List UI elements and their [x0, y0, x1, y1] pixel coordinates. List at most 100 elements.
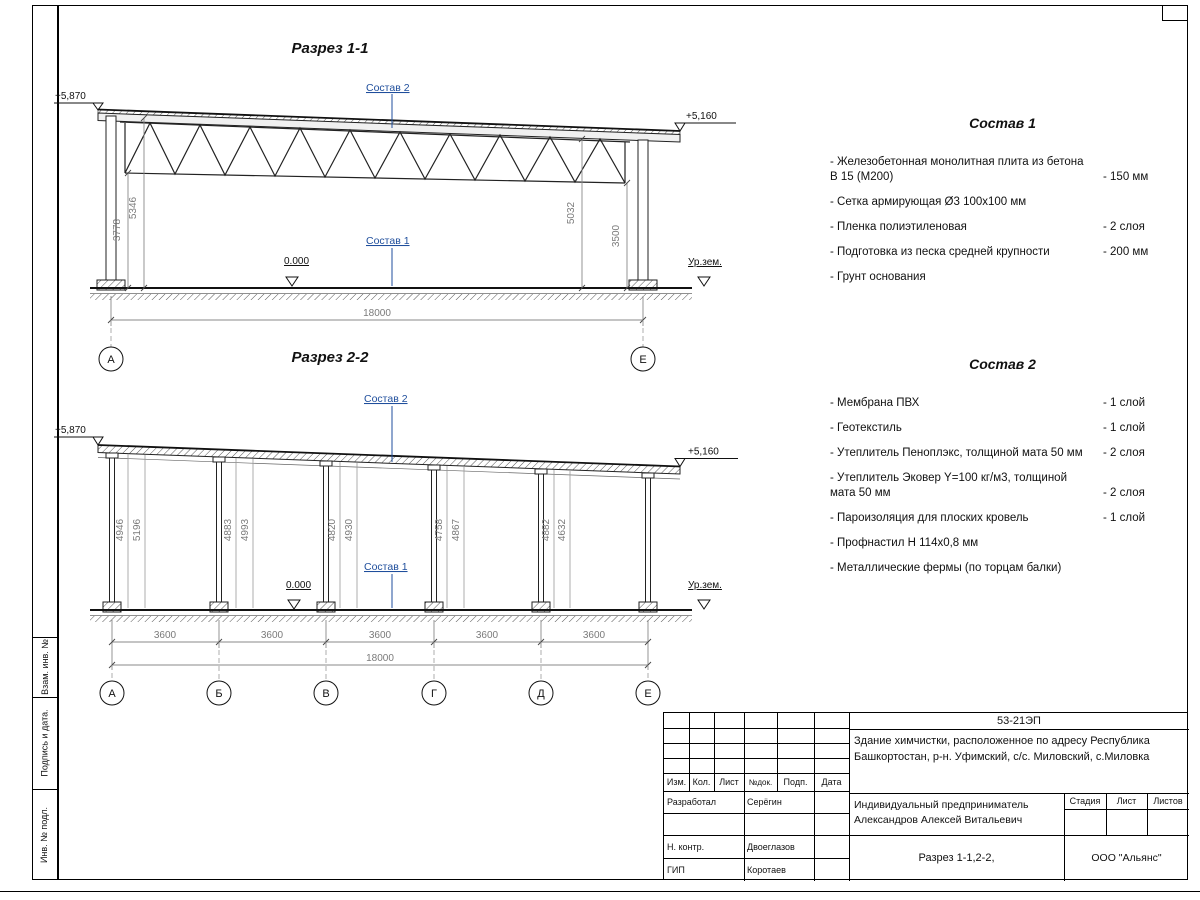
list-item: - Металлические фермы (по торцам балки) [830, 561, 1175, 576]
floor-slab [90, 609, 692, 622]
list-item: - Утеплитель Эковер Y=100 кг/м3, толщино… [830, 471, 1175, 501]
dim-5346: 5346 [128, 196, 139, 219]
dim-3600: 3600 [369, 630, 392, 641]
item-text: - Утеплитель Пеноплэкс, толщиной мата 50… [830, 446, 1083, 459]
role-razrabotal: Разработал [667, 797, 716, 807]
elevation-mark-right: +5,160 [674, 111, 736, 132]
item-value: - 1 слой [1103, 511, 1146, 524]
zero-level-value: 0.000 [286, 580, 311, 591]
footing-right [628, 279, 658, 291]
sheets-header: Листов [1153, 796, 1183, 806]
columns [105, 452, 655, 611]
item-text: - Железобетонная монолитная плита из бет… [830, 156, 1084, 183]
ground-level-mark: Ур.зем. [688, 580, 722, 610]
sostav1-callout: Состав 1 [364, 561, 408, 608]
list-item: - Геотекстиль- 1 слой [830, 421, 1175, 436]
sostav-1-list: Состав 1 - Железобетонная монолитная пли… [830, 115, 1175, 295]
roof-slab [97, 108, 681, 143]
axis-marker-e: Е [630, 320, 656, 372]
bay-dim: 4930 [344, 518, 355, 541]
bay-dim: 4758 [434, 518, 445, 541]
dim-18000: 18000 [366, 653, 394, 664]
dim-5032: 5032 [566, 201, 577, 224]
list-item: - Мембрана ПВХ- 1 слой [830, 396, 1175, 411]
list-item: - Пленка полиэтиленовая- 2 слоя [830, 220, 1175, 235]
axis-letter: Е [644, 688, 651, 700]
list-item: - Грунт основания [830, 270, 1175, 285]
axis-letter: Г [431, 688, 437, 700]
col-header-izm: Изм. [666, 777, 687, 787]
dim-3600: 3600 [476, 630, 499, 641]
dim-3600: 3600 [583, 630, 606, 641]
bay-dim: 4993 [240, 518, 251, 541]
elevation-value: +5,160 [688, 447, 719, 458]
bay-dim: 4883 [223, 518, 234, 541]
stamp-label: Инв. № подл. [39, 806, 50, 863]
dim-3778: 3778 [112, 218, 123, 241]
list-item: - Утеплитель Пеноплэкс, толщиной мата 50… [830, 446, 1175, 461]
column-left [105, 115, 117, 289]
section-1-1-drawing: +5,870 +5,160 Состав 2 Состав 1 0.000 Ур… [54, 82, 736, 372]
strip-divider [32, 789, 57, 790]
strip-divider [32, 637, 57, 638]
item-text: - Сетка армирующая Ø3 100х100 мм [830, 195, 1027, 208]
elevation-mark-right: +5,160 [674, 447, 738, 468]
footing-left [96, 279, 126, 291]
roof-slab [97, 444, 681, 480]
stage-header: Стадия [1069, 796, 1101, 806]
ground-level-label: Ур.зем. [688, 580, 722, 591]
column-right [637, 139, 649, 289]
footings [102, 601, 658, 613]
item-value: - 200 мм [1103, 245, 1149, 258]
role-nkontr: Н. контр. [667, 841, 705, 852]
name-gip: Коротаев [747, 864, 786, 875]
sheet-edge-line [0, 891, 1200, 892]
frame-left-margin-line [57, 5, 59, 880]
bay-dim: 4632 [557, 518, 568, 541]
dim-3600: 3600 [154, 630, 177, 641]
sostav-2-list: Состав 2 - Мембрана ПВХ- 1 слой - Геотек… [830, 356, 1175, 586]
list-item: - Профнастил Н 114х0,8 мм [830, 536, 1175, 551]
axis-letter: А [108, 688, 116, 700]
col-header-kol: Кол. [692, 777, 711, 787]
item-text: - Подготовка из песка средней крупности [830, 245, 1050, 258]
roof-truss [119, 121, 631, 184]
bay-dim: 4867 [451, 518, 462, 541]
item-text: - Утеплитель Эковер Y=100 кг/м3, толщино… [830, 471, 1067, 499]
developer-name: Индивидуальный предприниматель Александр… [854, 799, 1029, 826]
col-header-podp: Подп. [783, 777, 808, 787]
list-item: - Пароизоляция для плоских кровель- 1 сл… [830, 511, 1175, 526]
corner-box [1162, 5, 1188, 21]
bay-dim: 5196 [132, 518, 143, 541]
item-text: - Профнастил Н 114х0,8 мм [830, 536, 979, 549]
col-header-ndok: №док. [748, 777, 773, 787]
ground-level-mark: Ур.зем. [688, 257, 722, 287]
item-value: - 2 слоя [1103, 486, 1145, 499]
role-gip: ГИП [667, 864, 685, 875]
section-2-2-drawing: +5,870 +5,160 Состав 2 Состав 1 0.000 Ур… [54, 393, 738, 706]
item-value: - 150 мм [1103, 170, 1149, 183]
elevation-mark-left: +5,870 [54, 91, 104, 111]
axis-letter: А [107, 354, 115, 366]
elevation-value: +5,870 [55, 91, 86, 102]
sostav2-leader-label: Состав 2 [364, 393, 408, 405]
section-2-2-title: Разрез 2-2 [291, 349, 369, 366]
list-item: - Сетка армирующая Ø3 100х100 мм [830, 195, 1175, 210]
sostav1-callout: Состав 1 [366, 235, 410, 286]
axis-letter: В [322, 688, 329, 700]
item-text: - Геотекстиль [830, 421, 902, 434]
title-block: 53-21ЭП Здание химчистки, расположенное … [663, 712, 1189, 881]
col-header-list: Лист [719, 777, 739, 787]
dim-3600: 3600 [261, 630, 284, 641]
sostav1-leader-label: Состав 1 [364, 561, 408, 573]
item-text: - Грунт основания [830, 270, 926, 283]
bay-dim: 4946 [115, 518, 126, 541]
sostav2-callout: Состав 2 [364, 393, 408, 462]
sostav-2-title: Состав 2 [969, 356, 1036, 372]
item-text: - Металлические фермы (по торцам балки) [830, 561, 1062, 574]
col-header-data: Дата [821, 777, 842, 787]
dimension-vertical [124, 114, 631, 292]
item-text: - Мембрана ПВХ [830, 397, 920, 409]
axis-marker-a: А [98, 320, 124, 372]
floor-slab [90, 287, 692, 300]
